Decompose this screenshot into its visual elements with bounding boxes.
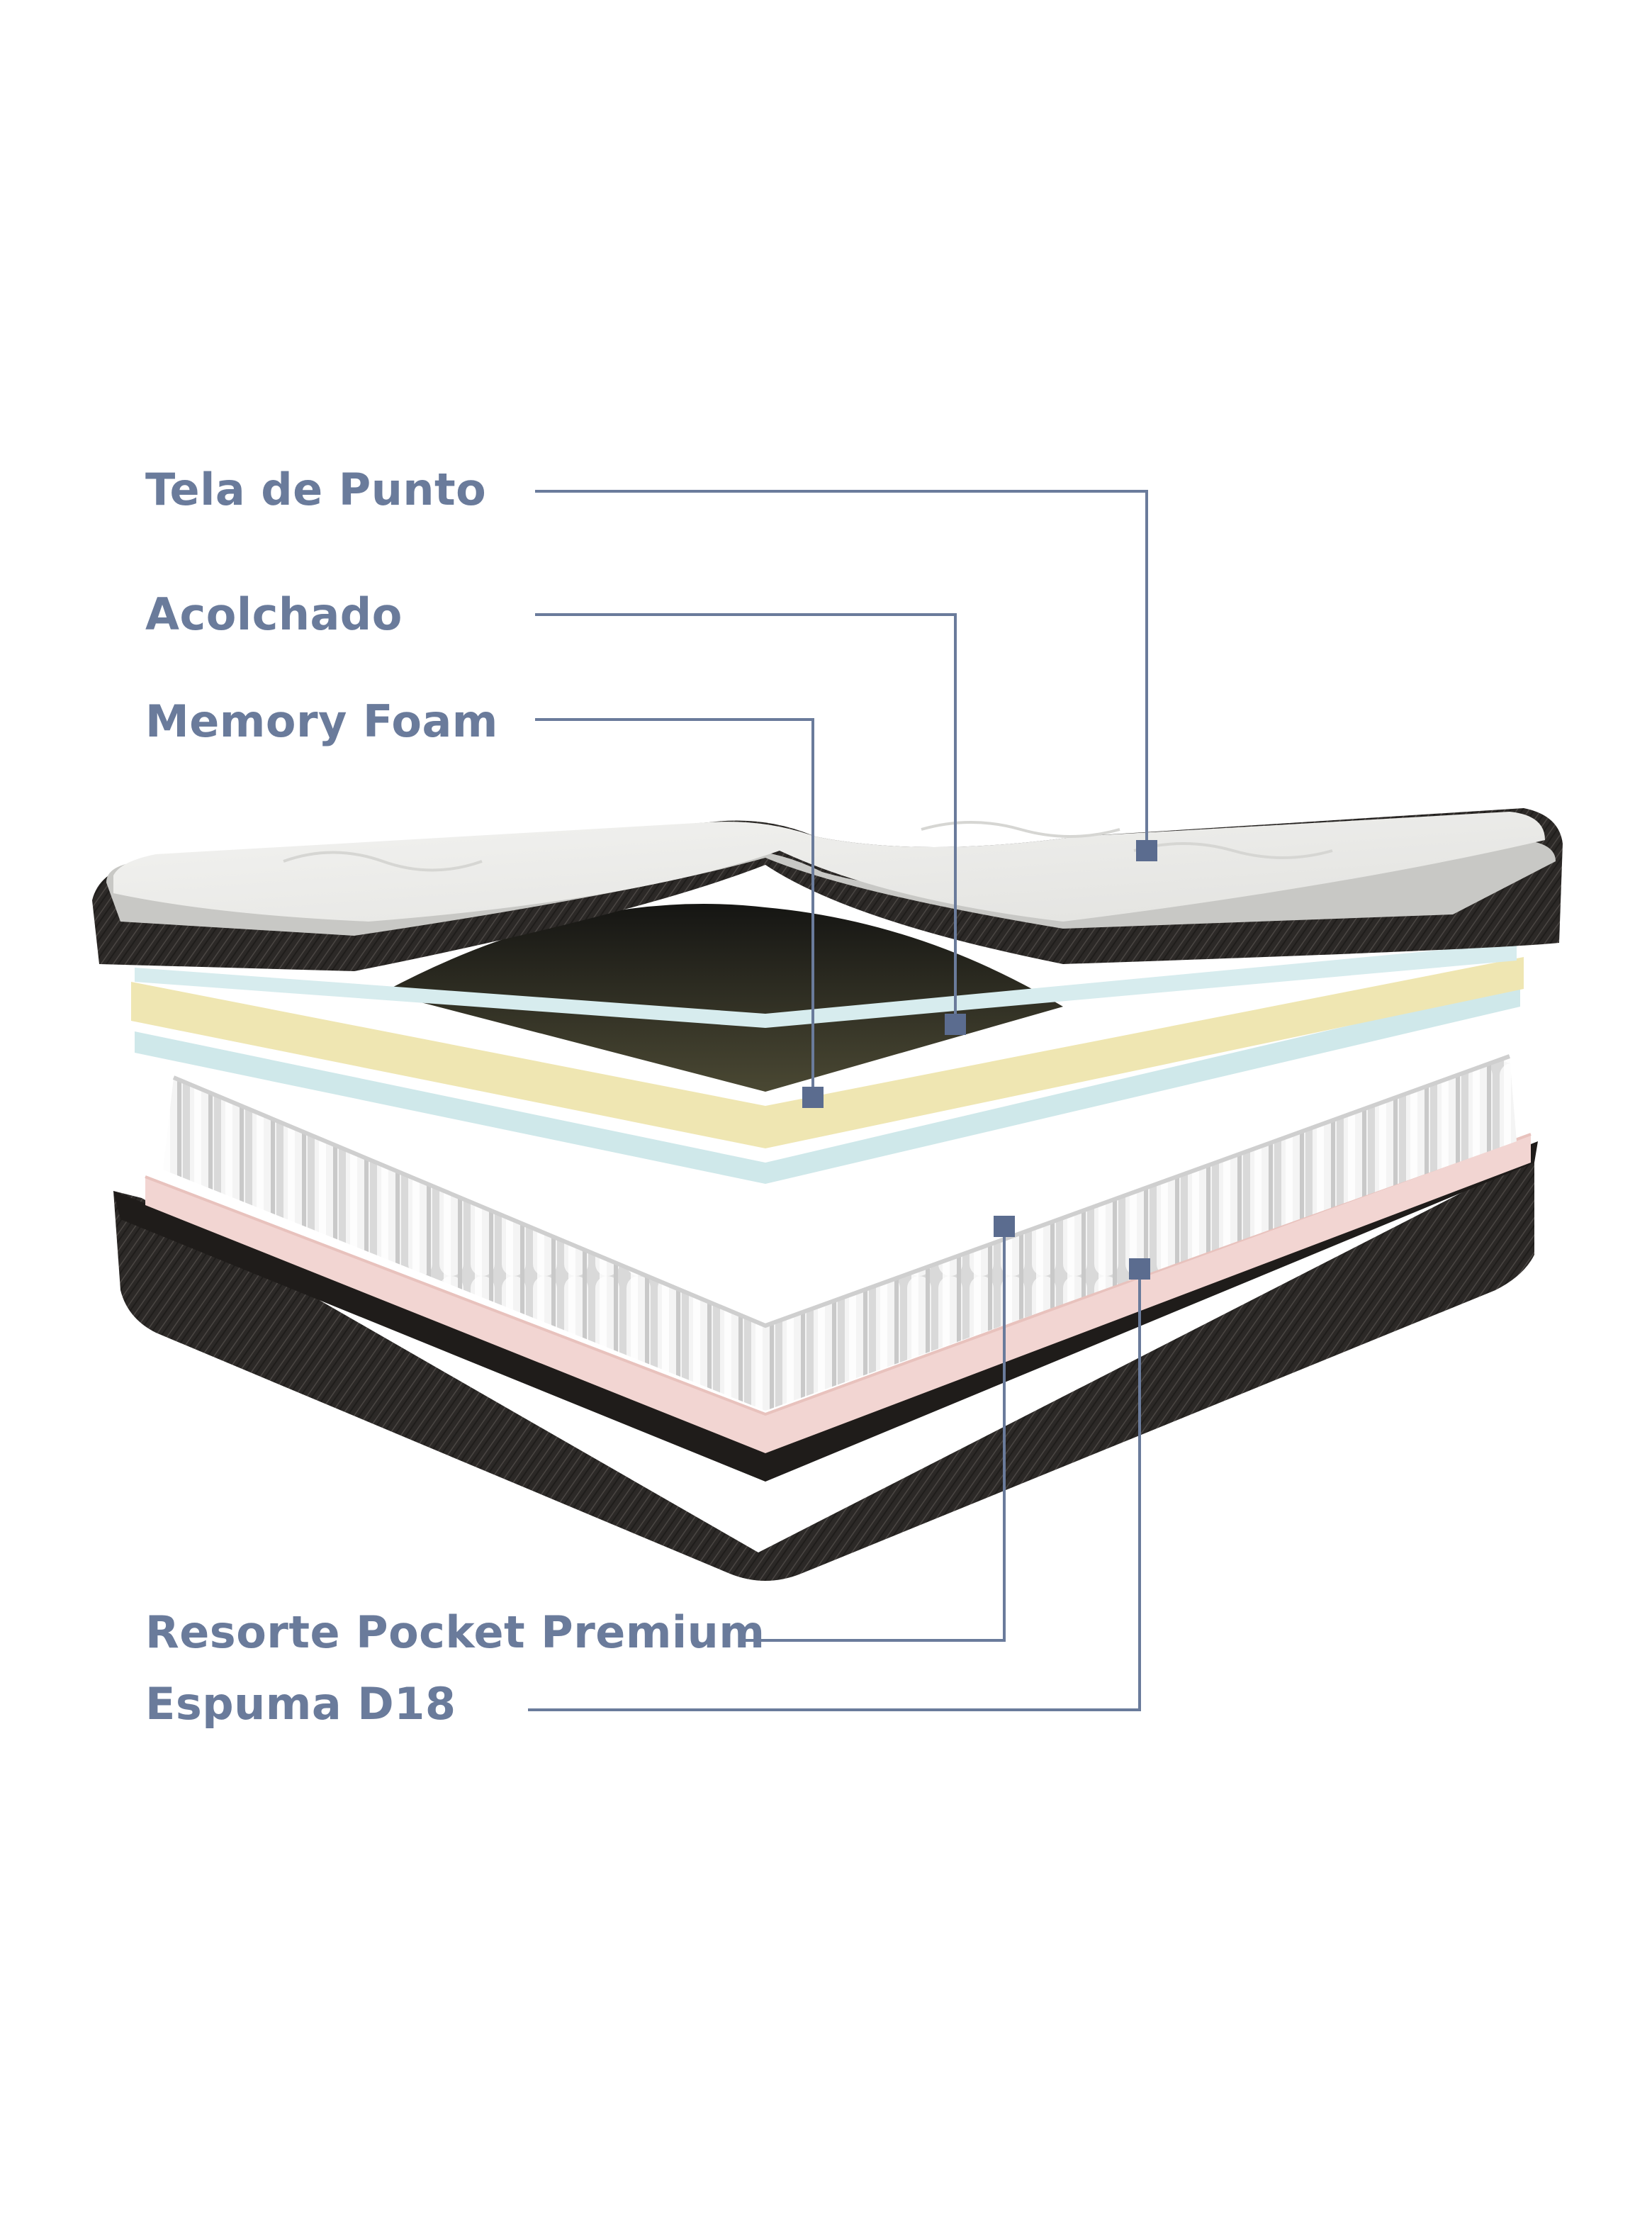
acolchado-layer <box>135 943 1517 1028</box>
label-acolchado: Acolchado <box>145 588 403 640</box>
square-marker-icon <box>1129 1258 1150 1280</box>
leader-lines <box>528 490 1148 1711</box>
mattress-base <box>113 1141 1538 1581</box>
label-memory-foam: Memory Foam <box>145 695 498 747</box>
dark-foam-layer <box>383 904 1063 1092</box>
leader-line-resorte-pocket-premium <box>744 1226 1006 1642</box>
leader-line-memory-foam <box>535 718 814 1097</box>
label-tela-de-punto: Tela de Punto <box>145 464 487 515</box>
resorte-pocket-layer <box>163 1054 1517 1411</box>
square-marker-icon <box>1136 840 1157 861</box>
leader-line-tela-de-punto <box>535 490 1148 851</box>
square-marker-icon <box>994 1216 1015 1237</box>
label-espuma-d18: Espuma D18 <box>145 1678 456 1730</box>
leader-line-espuma-d18 <box>528 1269 1141 1711</box>
square-marker-icon <box>945 1014 966 1035</box>
top-quilt-panel <box>92 808 1563 971</box>
markers <box>802 840 1157 1280</box>
leader-line-acolchado <box>535 613 957 1024</box>
label-resorte-pocket-premium: Resorte Pocket Premium <box>145 1606 765 1658</box>
square-marker-icon <box>802 1087 824 1108</box>
memory-foam-layer <box>131 957 1524 1148</box>
